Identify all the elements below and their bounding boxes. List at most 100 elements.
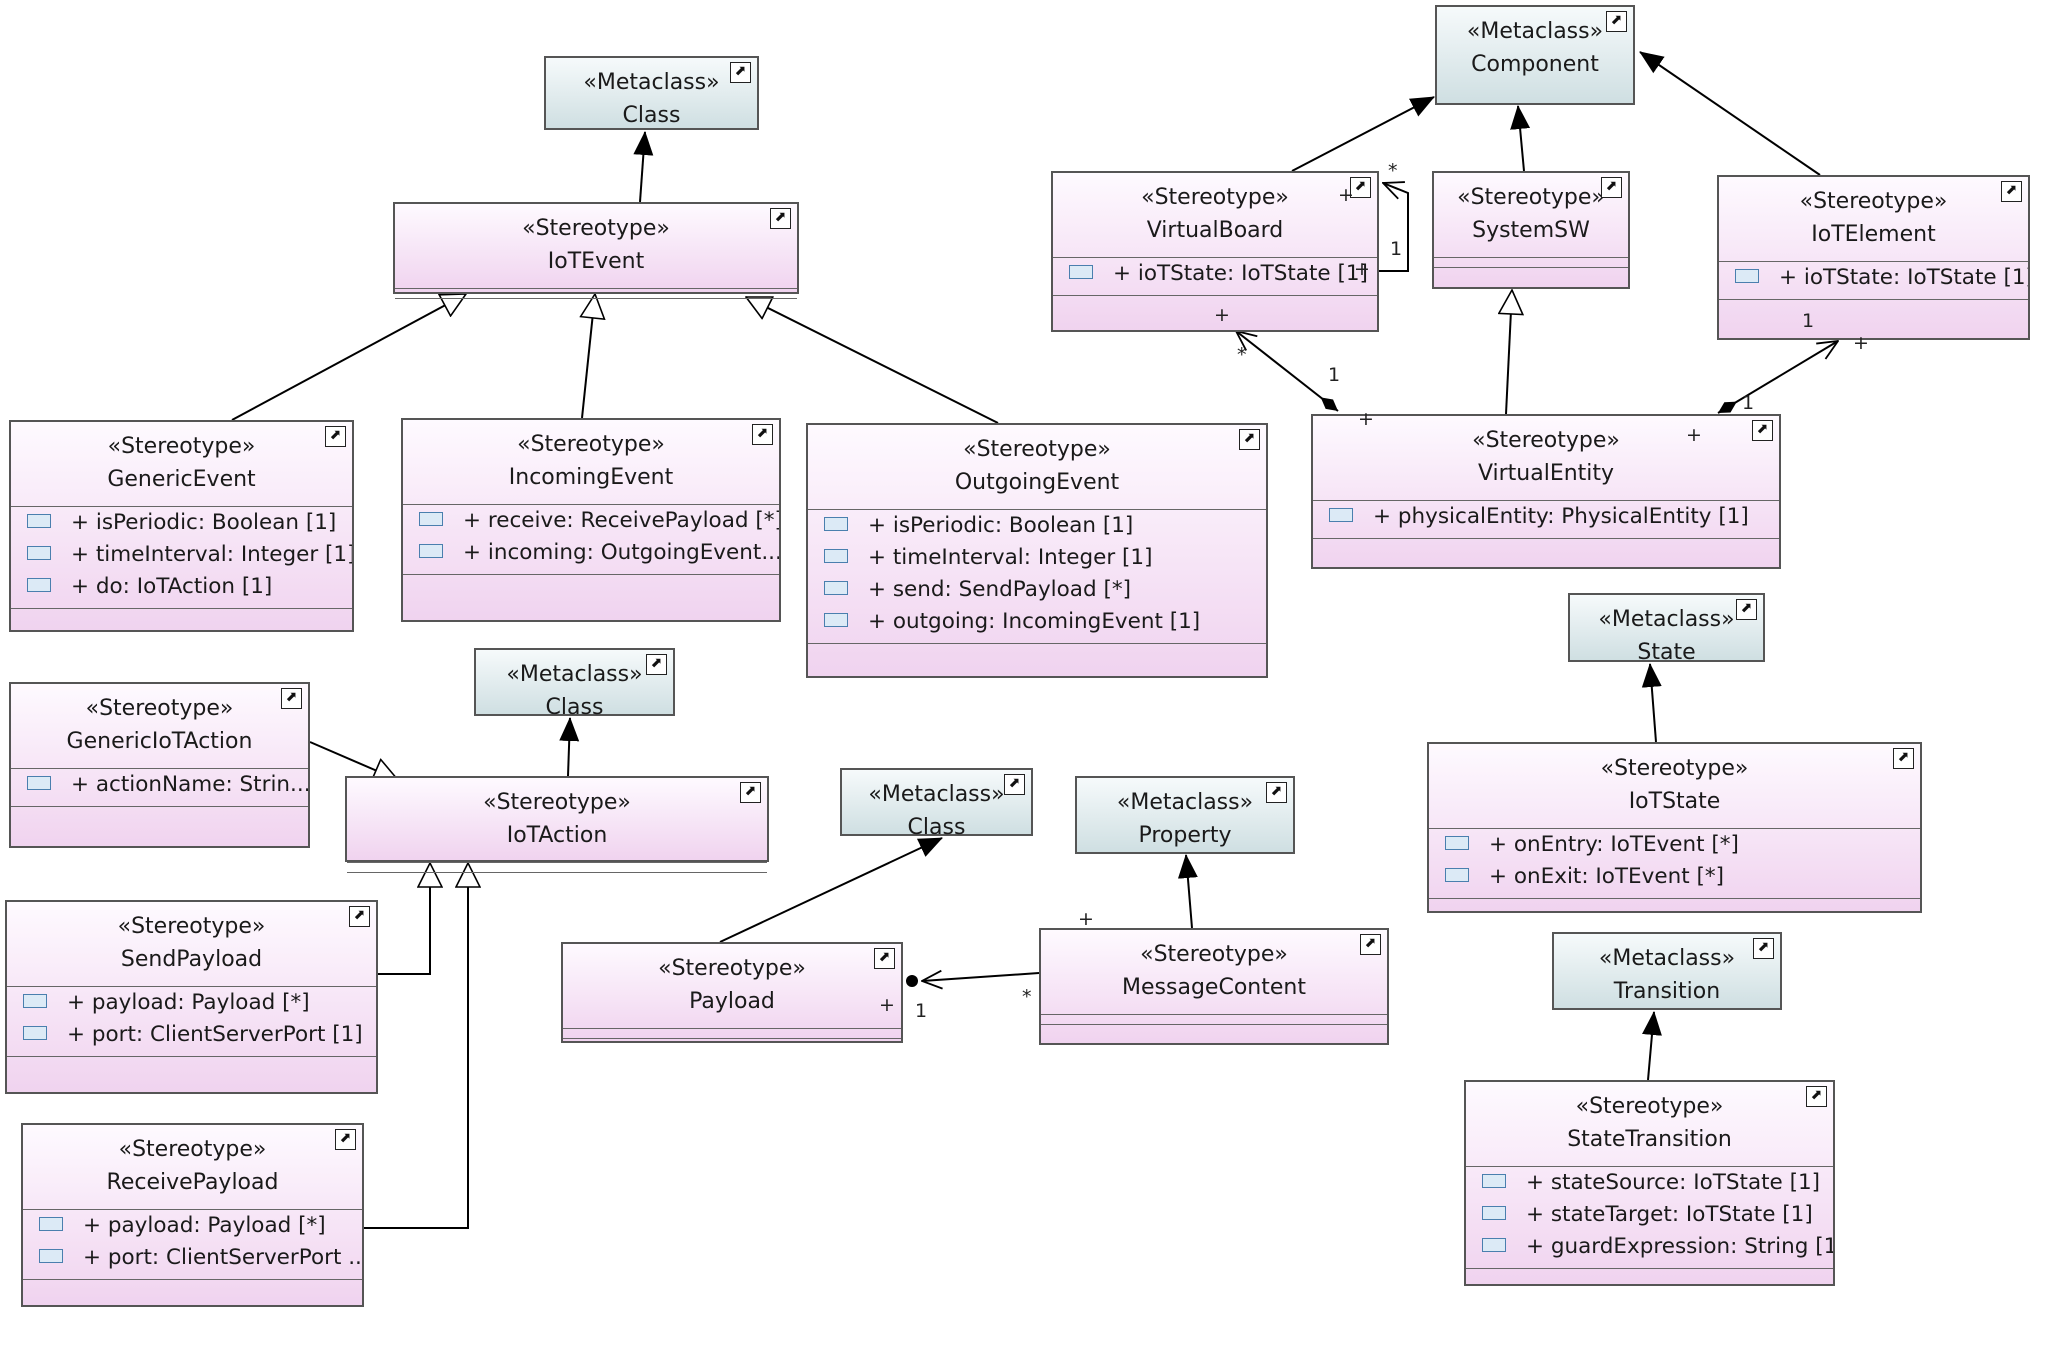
attribute-text: + ioTState: IoTState [1] [1113, 261, 1368, 286]
class-meta-payload[interactable]: «Metaclass»Class⬈ [840, 768, 1033, 840]
element-name: ReceivePayload [106, 1170, 279, 1195]
open-link-icon[interactable]: ⬈ [1736, 599, 1757, 620]
open-link-icon[interactable]: ⬈ [1606, 11, 1627, 32]
open-link-icon[interactable]: ⬈ [349, 906, 370, 927]
payload-one: 1 [915, 1000, 928, 1022]
attribute-row[interactable]: + outgoing: IncomingEvent [1] [808, 606, 1266, 638]
vb-self-plus-attr: + [1354, 258, 1370, 280]
attribute-text: + stateSource: IoTState [1] [1526, 1170, 1821, 1195]
attribute-row[interactable]: + ioTState: IoTState [1] [1053, 258, 1377, 290]
attribute-compartment: + isPeriodic: Boolean [1]+ timeInterval:… [11, 506, 352, 603]
property-icon [27, 776, 51, 790]
stereotype-label: «Stereotype» [117, 914, 266, 939]
attribute-row[interactable]: + payload: Payload [*] [7, 987, 376, 1019]
property-icon [1069, 265, 1093, 279]
sendpayload[interactable]: «Stereotype»SendPayload⬈+ payload: Paylo… [5, 900, 378, 1094]
element-name: Property [1138, 823, 1232, 848]
open-link-icon[interactable]: ⬈ [1239, 429, 1260, 450]
open-link-icon[interactable]: ⬈ [740, 782, 761, 803]
attribute-row[interactable]: + port: ClientServerPort [1] [7, 1019, 376, 1051]
open-link-icon[interactable]: ⬈ [1266, 782, 1287, 803]
attribute-row[interactable]: + onExit: IoTEvent [*] [1429, 861, 1920, 893]
attribute-row[interactable]: + actionName: Strin... [11, 769, 308, 801]
virtualboard[interactable]: «Stereotype»VirtualBoard⬈+ ioTState: IoT… [1051, 171, 1379, 332]
open-link-icon[interactable]: ⬈ [1360, 934, 1381, 955]
iotaction[interactable]: «Stereotype»IoTAction⬈ [345, 776, 769, 873]
systemsw[interactable]: «Stereotype»SystemSW⬈ [1432, 171, 1630, 289]
iotstate[interactable]: «Stereotype»IoTState⬈+ onEntry: IoTEvent… [1427, 742, 1922, 913]
incomingevent[interactable]: «Stereotype»IncomingEvent⬈+ receive: Rec… [401, 418, 781, 622]
association-virtualboard-self [1379, 183, 1409, 272]
attribute-row[interactable]: + send: SendPayload [*] [808, 574, 1266, 606]
open-link-icon[interactable]: ⬈ [770, 208, 791, 229]
vb-bottom-plus: + [1214, 304, 1230, 326]
open-link-icon[interactable]: ⬈ [2001, 181, 2022, 202]
transition-meta[interactable]: «Metaclass»Transition⬈ [1552, 932, 1782, 1010]
element-name: IoTAction [506, 823, 608, 848]
element-name: Payload [689, 989, 775, 1014]
attribute-row[interactable]: + physicalEntity: PhysicalEntity [1] [1313, 501, 1779, 533]
class-meta-top[interactable]: «Metaclass» Class ⬈ [544, 56, 759, 130]
receivepayload[interactable]: «Stereotype»ReceivePayload⬈+ payload: Pa… [21, 1123, 364, 1307]
class-meta-mid[interactable]: «Metaclass»Class⬈ [474, 648, 675, 720]
attribute-row[interactable]: + do: IoTAction [1] [11, 571, 352, 603]
box-header: «Stereotype»Payload [563, 944, 901, 1018]
property-icon [824, 549, 848, 563]
operation-compartment [1053, 295, 1377, 296]
attribute-row[interactable]: + isPeriodic: Boolean [1] [808, 510, 1266, 542]
attribute-row[interactable]: + guardExpression: String [1 [1466, 1231, 1833, 1263]
virtualentity[interactable]: «Stereotype»VirtualEntity⬈+ physicalEnti… [1311, 414, 1781, 569]
open-link-icon[interactable]: ⬈ [325, 426, 346, 447]
attribute-row[interactable]: + timeInterval: Integer [1] [11, 539, 352, 571]
extension-iotevent-class [633, 131, 654, 203]
attribute-row[interactable]: + port: ClientServerPort ... [23, 1242, 362, 1274]
open-link-icon[interactable]: ⬈ [752, 424, 773, 445]
attribute-row[interactable]: + stateSource: IoTState [1] [1466, 1167, 1833, 1199]
open-link-icon[interactable]: ⬈ [1806, 1086, 1827, 1107]
property-icon [23, 994, 47, 1008]
state-meta[interactable]: «Metaclass»State⬈ [1568, 593, 1765, 665]
attribute-row[interactable]: + onEntry: IoTEvent [*] [1429, 829, 1920, 861]
open-link-icon[interactable]: ⬈ [874, 948, 895, 969]
attribute-compartment [1434, 257, 1628, 258]
element-name: Class [622, 103, 681, 128]
open-link-icon[interactable]: ⬈ [1752, 420, 1773, 441]
operation-compartment [1719, 299, 2028, 300]
attribute-row[interactable]: + stateTarget: IoTState [1] [1466, 1199, 1833, 1231]
box-header: «Metaclass»State [1570, 595, 1763, 669]
operation-compartment [808, 643, 1266, 644]
attribute-row[interactable]: + receive: ReceivePayload [*] [403, 505, 779, 537]
attribute-row[interactable]: + payload: Payload [*] [23, 1210, 362, 1242]
stereotype-label: «Metaclass» [583, 70, 720, 95]
attribute-compartment: + receive: ReceivePayload [*] + incoming:… [403, 504, 779, 569]
open-link-icon[interactable]: ⬈ [1753, 938, 1774, 959]
open-link-icon[interactable]: ⬈ [335, 1129, 356, 1150]
open-link-icon[interactable]: ⬈ [281, 688, 302, 709]
element-name: SystemSW [1472, 218, 1590, 243]
open-link-icon[interactable]: ⬈ [1350, 177, 1371, 198]
statetransition[interactable]: «Stereotype»StateTransition⬈+ stateSourc… [1464, 1080, 1835, 1286]
attribute-text: + incoming: OutgoingEvent... [463, 540, 779, 565]
payload[interactable]: «Stereotype»Payload⬈ [561, 942, 903, 1043]
open-link-icon[interactable]: ⬈ [1601, 177, 1622, 198]
open-link-icon[interactable]: ⬈ [646, 654, 667, 675]
messagecontent[interactable]: «Stereotype»MessageContent⬈ [1039, 928, 1389, 1045]
property-meta[interactable]: «Metaclass» Property ⬈ [1075, 776, 1295, 854]
attribute-row[interactable]: + incoming: OutgoingEvent... [403, 537, 779, 569]
open-link-icon[interactable]: ⬈ [1893, 748, 1914, 769]
attribute-compartment [563, 1028, 901, 1029]
genericiotaction[interactable]: «Stereotype»GenericIoTAction⬈+ actionNam… [9, 682, 310, 848]
stereotype-label: «Stereotype» [85, 696, 234, 721]
box-header: «Stereotype»IoTEvent [395, 204, 797, 278]
outgoingevent[interactable]: «Stereotype»OutgoingEvent⬈+ isPeriodic: … [806, 423, 1268, 678]
component-meta[interactable]: «Metaclass»Component⬈ [1435, 5, 1635, 105]
iotelement[interactable]: «Stereotype»IoTElement⬈+ ioTState: IoTSt… [1717, 175, 2030, 340]
attribute-row[interactable]: + timeInterval: Integer [1] [808, 542, 1266, 574]
open-link-icon[interactable]: ⬈ [730, 62, 751, 83]
open-link-icon[interactable]: ⬈ [1004, 774, 1025, 795]
attribute-row[interactable]: + ioTState: IoTState [1] [1719, 262, 2028, 294]
attribute-row[interactable]: + isPeriodic: Boolean [1] [11, 507, 352, 539]
genericevent[interactable]: «Stereotype»GenericEvent⬈+ isPeriodic: B… [9, 420, 354, 632]
iotevent[interactable]: «Stereotype»IoTEvent⬈ [393, 202, 799, 299]
stereotype-label: «Metaclass» [1116, 790, 1254, 815]
